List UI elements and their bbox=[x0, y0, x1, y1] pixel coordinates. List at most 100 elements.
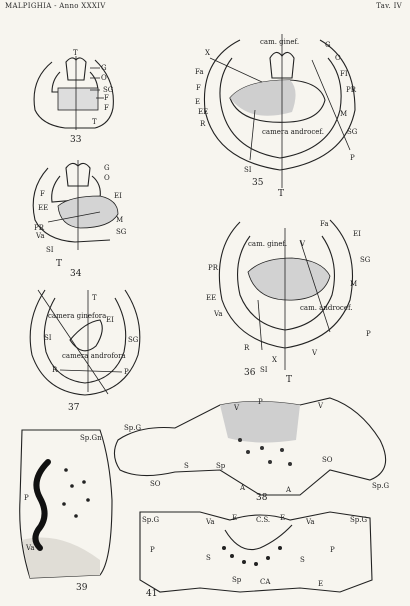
fig41-label: S bbox=[300, 556, 305, 564]
fig33-label: T bbox=[92, 118, 97, 126]
fig39-label: Va bbox=[25, 544, 35, 552]
fig38-label: SO bbox=[322, 456, 333, 464]
fig41-label: P bbox=[330, 546, 335, 554]
fig37-label: camera ginefora bbox=[48, 312, 106, 320]
fig35-label: O bbox=[335, 54, 341, 62]
fig34-label: G bbox=[104, 164, 110, 172]
fig34-label: PR bbox=[34, 224, 45, 232]
fig34-label: SG bbox=[116, 228, 127, 236]
figure-number: 33 bbox=[70, 135, 82, 145]
fig41-label: CA bbox=[260, 578, 271, 586]
fig36-label: EI bbox=[353, 230, 361, 238]
fig38-label: Sp.G bbox=[124, 424, 142, 432]
plate-number: Tav. IV bbox=[376, 2, 402, 10]
fig34-label: F bbox=[40, 190, 45, 198]
fig41-label: E bbox=[318, 580, 323, 588]
fig35-label: PR bbox=[346, 86, 357, 94]
fig33-label: O bbox=[101, 74, 107, 82]
fig34-label: SI bbox=[46, 246, 54, 254]
fig41-label: Sp.G bbox=[142, 516, 160, 524]
fig37-label: P bbox=[124, 368, 129, 376]
fig35-label: FI bbox=[340, 70, 348, 78]
fig39-label: Sp.Gn bbox=[80, 434, 102, 442]
fig35-label: X bbox=[205, 49, 210, 57]
fig36-label: Fa bbox=[320, 220, 329, 228]
fig36-label: cam. ginef. bbox=[248, 240, 287, 248]
fig34-label: EE bbox=[38, 204, 48, 212]
fig36-label: SG bbox=[360, 256, 371, 264]
figure-33: T G O SG F F T 33 bbox=[33, 49, 114, 145]
figure-34: G O F EE EI PR Va M SG SI T 34 bbox=[32, 160, 127, 279]
fig35-label: EE bbox=[198, 108, 208, 116]
figure-35: cam. ginef. G X O Fa F FI E PR EE R came… bbox=[195, 34, 358, 199]
figure-number: 34 bbox=[70, 269, 82, 279]
fig33-label: F bbox=[104, 104, 109, 112]
fig35-label: F bbox=[196, 84, 201, 92]
fig36-label: PR bbox=[208, 264, 219, 272]
fig37-label: EI bbox=[106, 316, 114, 324]
figure-39: Sp.Gn P Va 39 bbox=[19, 429, 113, 593]
fig35-label: T bbox=[278, 189, 284, 199]
fig34-label: EI bbox=[114, 192, 122, 200]
fig41-label: P bbox=[150, 546, 155, 554]
fig38-label: V bbox=[233, 404, 240, 412]
fig41-label: Va bbox=[205, 518, 215, 526]
fig41-label: E bbox=[280, 514, 285, 522]
fig38-label: P bbox=[258, 398, 263, 406]
fig38-label: A bbox=[285, 486, 292, 494]
fig36-label: T bbox=[286, 375, 292, 385]
fig36-label: X bbox=[272, 356, 277, 364]
fig36-label: P bbox=[366, 330, 371, 338]
fig38-label: SO bbox=[150, 480, 161, 488]
fig36-label: V bbox=[311, 349, 318, 357]
fig37-label: T bbox=[92, 294, 97, 302]
fig35-label: G bbox=[325, 41, 331, 49]
fig36-label: SI bbox=[260, 366, 268, 374]
fig35-label: Fa bbox=[195, 68, 204, 76]
fig39-label: P bbox=[24, 494, 29, 502]
fig35-label: SG bbox=[347, 128, 358, 136]
journal-header: MALPIGHIA - Anno XXXIV bbox=[5, 2, 106, 10]
fig38-label: Sp.G bbox=[372, 482, 390, 490]
fig41-label: Sp.G bbox=[350, 516, 368, 524]
figure-36: Fa EI cam. ginef. V SG PR EE Va M cam. a… bbox=[206, 219, 371, 385]
fig35-label: P bbox=[350, 154, 355, 162]
fig41-label: Va bbox=[305, 518, 315, 526]
fig33-label: T bbox=[73, 49, 78, 57]
fig36-label: V bbox=[299, 240, 306, 248]
fig41-label: S bbox=[206, 554, 211, 562]
fig35-label: M bbox=[340, 110, 347, 118]
fig37-label: R bbox=[52, 366, 58, 374]
fig41-label: Sp bbox=[232, 576, 242, 584]
fig35-label: R bbox=[200, 120, 206, 128]
fig35-label: cam. ginef. bbox=[260, 38, 299, 46]
fig38-label: S bbox=[184, 462, 189, 470]
fig33-label: SG bbox=[103, 86, 114, 94]
figure-number: 38 bbox=[256, 493, 268, 503]
fig36-label: R bbox=[244, 344, 250, 352]
fig36-label: cam. androcef. bbox=[300, 304, 353, 312]
fig38-label: V bbox=[317, 402, 324, 410]
fig36-label: EE bbox=[206, 294, 216, 302]
figure-37: T camera ginefora EI SI SG camera androf… bbox=[29, 289, 141, 413]
fig33-label: F bbox=[104, 94, 109, 102]
fig34-label: O bbox=[104, 174, 110, 182]
fig33-label: G bbox=[101, 64, 107, 72]
fig34-label: T bbox=[56, 259, 62, 269]
fig35-label: SI bbox=[244, 166, 252, 174]
fig36-label: M bbox=[350, 280, 357, 288]
fig37-label: SG bbox=[128, 336, 139, 344]
figure-number: 37 bbox=[68, 403, 80, 413]
fig38-label: Sp bbox=[216, 462, 226, 470]
figure-number: 36 bbox=[244, 368, 256, 378]
fig41-label: E bbox=[232, 514, 237, 522]
fig37-label: camera androfora bbox=[62, 352, 126, 360]
fig38-label: A bbox=[239, 484, 246, 492]
figure-number: 39 bbox=[76, 583, 88, 593]
fig37-label: SI bbox=[44, 334, 52, 342]
fig35-label: E bbox=[195, 98, 200, 106]
figure-38: V P V Sp.G S Sp SO A A SO Sp.G 38 bbox=[113, 397, 390, 503]
fig41-label: C.S. bbox=[256, 516, 270, 524]
